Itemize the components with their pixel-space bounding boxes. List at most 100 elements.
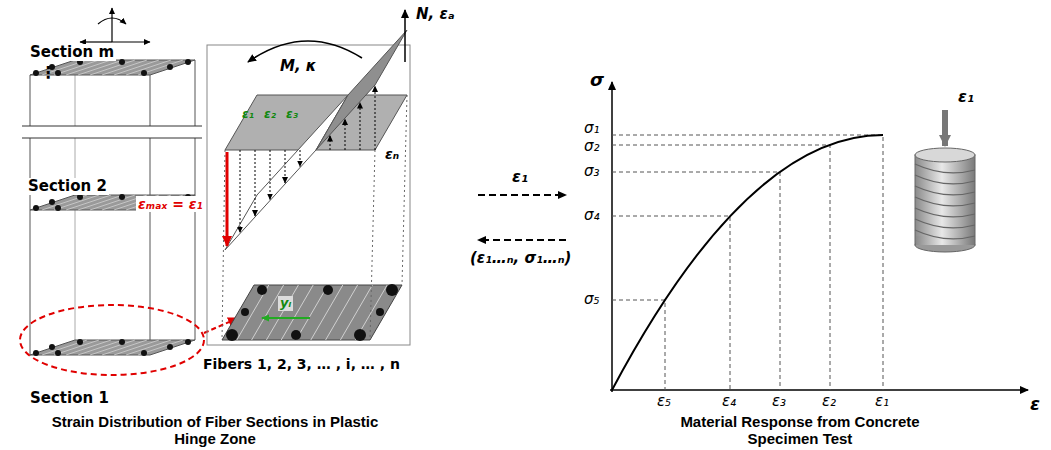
max-strain-arrow [226, 152, 229, 246]
stroke [66, 195, 111, 210]
rebar-dot [49, 344, 55, 350]
rebar-dot [185, 59, 191, 65]
strain-profile [225, 30, 407, 250]
stroke [54, 60, 99, 75]
section-plane [222, 285, 402, 340]
fiber-strain-label: ε₁ [242, 108, 254, 122]
stress-strain-chart [610, 82, 1028, 392]
stroke [340, 285, 372, 340]
spiral-winding [915, 186, 975, 195]
axes-icon [80, 8, 150, 42]
stroke [42, 340, 87, 355]
fiber-list: Fibers 1, 2, 3, … , i, … , n [203, 356, 400, 372]
section-label: Section 2 [26, 178, 109, 195]
stroke [345, 119, 346, 150]
rebar-dot [323, 285, 333, 295]
spiral-winding [915, 208, 975, 217]
stroke [114, 340, 159, 355]
rebar-dot [33, 350, 39, 356]
strain-label: ε₂ [822, 393, 836, 410]
stress-label: σ₅ [584, 291, 600, 308]
rebar-dot [226, 329, 238, 341]
strain-label: ε₃ [772, 393, 786, 410]
stroke [102, 340, 147, 355]
stroke [138, 340, 183, 355]
stroke [126, 60, 171, 75]
stress-label: σ₃ [584, 163, 600, 180]
rebar-dot [119, 339, 125, 345]
rebar-dot [185, 339, 191, 345]
strain-label: ε₄ [722, 393, 736, 410]
strain-label: ε₅ [657, 393, 671, 410]
panel-caption: Strain Distribution of Fiber Sections in… [40, 414, 390, 447]
stroke [330, 136, 331, 151]
axial-arrow [404, 10, 406, 62]
stroke [270, 150, 271, 200]
strain-label: ε₁ [875, 393, 889, 410]
rebar-dot [55, 205, 61, 211]
strain-transfer-label: ε₁ [512, 168, 528, 186]
section-label: Section m [28, 44, 116, 61]
max-strain-label: εₘₐₓ = ε₁ [136, 196, 205, 212]
strain-surface [225, 95, 348, 250]
response-arrow [478, 239, 566, 241]
moment-label: M, κ [280, 58, 317, 75]
stroke [370, 150, 375, 340]
stroke [78, 60, 123, 75]
strain-surface [316, 30, 407, 150]
axis-label: σ [590, 70, 604, 91]
stress-label: σ₁ [584, 120, 600, 137]
section-plane [30, 340, 195, 355]
axis-label: ε [1030, 394, 1040, 415]
rebar-dot [141, 70, 147, 76]
stroke [402, 95, 407, 285]
stroke [54, 340, 99, 355]
spiral-winding [915, 164, 975, 173]
fiber-strain-label: ε₂ [264, 108, 276, 122]
rebar-dot [33, 70, 39, 76]
axial-label: N, εₐ [416, 6, 455, 23]
rebar-dot [167, 344, 173, 350]
spiral-winding [915, 230, 975, 239]
rebar-dot [77, 339, 83, 345]
spiral-winding [915, 219, 975, 228]
spiral-winding [915, 175, 975, 184]
stroke [66, 340, 111, 355]
stress-label: σ₂ [584, 138, 600, 155]
rebar-dot [386, 284, 398, 296]
rebar-dot [33, 205, 39, 211]
rebar-dot [241, 308, 249, 316]
stroke [360, 103, 361, 151]
stroke [296, 285, 328, 340]
highlight-ellipse [20, 305, 204, 375]
stroke [375, 86, 376, 150]
concrete-cylinder [915, 110, 975, 252]
spiral-winding [915, 197, 975, 206]
stroke [90, 60, 135, 75]
stroke [222, 150, 225, 340]
panel-frame [207, 45, 410, 345]
rebar-dot [257, 285, 267, 295]
rebar-dot [119, 194, 125, 200]
stroke [42, 195, 87, 210]
section-label: Section 1 [30, 390, 109, 407]
fiber-section [222, 95, 407, 341]
rebar-dot [291, 330, 301, 340]
panel-caption: Material Response from Concrete Specimen… [645, 414, 955, 447]
rebar-dot [167, 64, 173, 70]
rebar-dot [49, 199, 55, 205]
fiber-distance-arrow [262, 317, 310, 319]
stress-label: σ₄ [584, 207, 600, 224]
stroke [102, 60, 147, 75]
stroke [311, 285, 343, 340]
stroke [255, 150, 256, 216]
stroke [90, 195, 135, 210]
fiber-strain-label: ε₃ [286, 108, 298, 122]
rebar-dot [119, 59, 125, 65]
response-transfer-label: (ε₁…ₙ, σ₁…ₙ) [470, 250, 571, 267]
rebar-dot [376, 308, 384, 316]
stroke [281, 285, 313, 340]
stroke [252, 285, 284, 340]
stroke [78, 340, 123, 355]
